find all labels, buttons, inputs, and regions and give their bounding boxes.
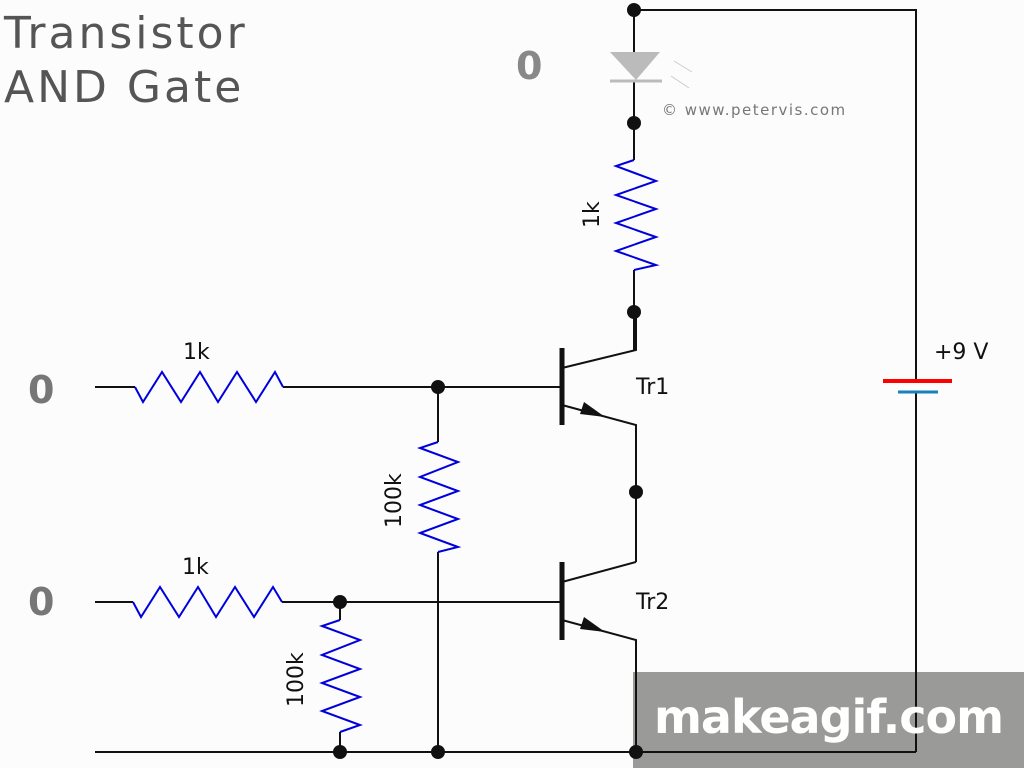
- resistor-pulldown-b: [318, 619, 363, 733]
- tr2-collector: [561, 561, 637, 583]
- resistor-pulldown-b-label: 100k: [284, 652, 309, 707]
- resistor-input-a-label: 1k: [183, 340, 210, 365]
- resistor-input-a: [134, 370, 284, 404]
- resistor-input-b-label: 1k: [182, 555, 209, 580]
- resistor-pulldown-a: [416, 441, 462, 553]
- tr2-label: Tr2: [636, 590, 670, 615]
- battery-label: +9 V: [934, 340, 989, 365]
- junction-dot: [333, 745, 347, 759]
- watermark-text: makeagif.com: [654, 690, 1004, 744]
- title-line-2: AND Gate: [4, 62, 245, 113]
- junction-dot: [627, 3, 641, 17]
- tr2-emitter-arrow: [580, 617, 605, 632]
- resistor-pulldown-a-label: 100k: [382, 473, 407, 528]
- input-a-value[interactable]: 0: [28, 368, 55, 412]
- junction-dot: [431, 745, 445, 759]
- led-output-value: 0: [516, 44, 543, 88]
- junction-dot: [431, 380, 445, 394]
- junction-dot: [629, 485, 643, 499]
- junction-dot: [629, 745, 643, 759]
- resistor-led-label: 1k: [580, 201, 605, 228]
- credit-text: © www.petervis.com: [662, 101, 847, 119]
- top-wire: [634, 9, 917, 380]
- led-triangle: [610, 52, 660, 80]
- junction-dot: [627, 305, 641, 319]
- title-line-1: Transistor: [4, 8, 248, 59]
- tr1-label: Tr1: [636, 375, 670, 400]
- led-light-arrows: [670, 60, 693, 89]
- resistor-led: [612, 159, 660, 271]
- tr1-emitter-arrow: [580, 402, 605, 417]
- resistor-input-b: [132, 585, 283, 619]
- tr1-emitter: [561, 404, 637, 562]
- junction-dot: [333, 595, 347, 609]
- junction-dot: [627, 116, 641, 130]
- tr2-emitter: [561, 619, 637, 752]
- tr1-collector: [561, 312, 637, 369]
- input-b-value[interactable]: 0: [28, 580, 55, 624]
